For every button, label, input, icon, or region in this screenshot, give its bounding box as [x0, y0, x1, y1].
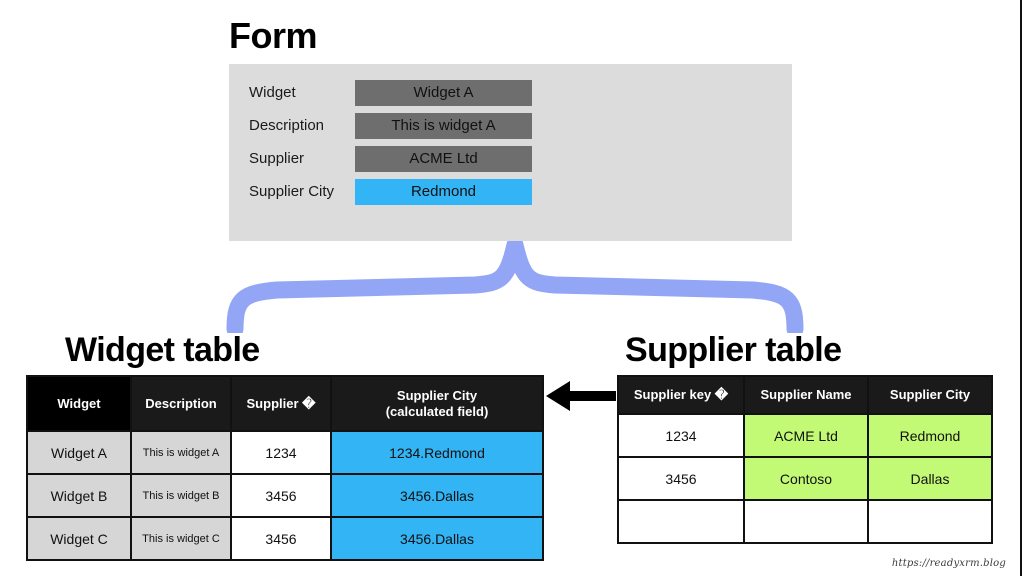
- supplier-city-header-line1: Supplier City: [396, 387, 478, 403]
- supplier-cell-name: Contoso: [743, 456, 869, 501]
- supplier-cell-key: [617, 499, 745, 544]
- supplier-col-header-name[interactable]: Supplier Name: [743, 375, 869, 415]
- form-value-supplier-city[interactable]: Redmond: [355, 179, 532, 205]
- table-row: Widget C This is widget C 3456 3456.Dall…: [26, 516, 544, 561]
- supplier-cell-city: Redmond: [867, 413, 993, 458]
- supplier-table-header-row: Supplier key � Supplier Name Supplier Ci…: [617, 375, 993, 415]
- supplier-city-header-line2: (calculated field): [385, 403, 489, 419]
- form-value-widget[interactable]: Widget A: [355, 80, 532, 106]
- form-row-supplier: Supplier ACME Ltd: [249, 146, 532, 172]
- widget-col-header-widget[interactable]: Widget: [26, 375, 132, 432]
- widget-cell-supplier: 3456: [230, 516, 332, 561]
- form-value-description[interactable]: This is widget A: [355, 113, 532, 139]
- widget-table: Widget Description Supplier � Supplier C…: [26, 375, 544, 561]
- widget-cell-supplier: 3456: [230, 473, 332, 518]
- widget-cell-description: This is widget A: [130, 430, 232, 475]
- widget-table-title: Widget table: [65, 331, 260, 369]
- widget-cell-supplier-city: 1234.Redmond: [330, 430, 544, 475]
- form-row-description: Description This is widget A: [249, 113, 532, 139]
- form-row-widget: Widget Widget A: [249, 80, 532, 106]
- widget-col-header-description[interactable]: Description: [130, 375, 232, 432]
- form-label-supplier: Supplier: [249, 150, 305, 167]
- supplier-cell-name: [743, 499, 869, 544]
- form-title: Form: [229, 15, 318, 56]
- table-row: Widget B This is widget B 3456 3456.Dall…: [26, 473, 544, 518]
- table-row: 3456 Contoso Dallas: [617, 456, 993, 501]
- table-row-empty: [617, 499, 993, 544]
- supplier-cell-key: 3456: [617, 456, 745, 501]
- form-value-supplier[interactable]: ACME Ltd: [355, 146, 532, 172]
- supplier-cell-city: Dallas: [867, 456, 993, 501]
- widget-cell-name: Widget B: [26, 473, 132, 518]
- widget-cell-description: This is widget C: [130, 516, 232, 561]
- supplier-table: Supplier key � Supplier Name Supplier Ci…: [617, 375, 993, 544]
- watermark: https://readyxrm.blog: [891, 558, 1006, 569]
- widget-col-header-supplier[interactable]: Supplier �: [230, 375, 332, 432]
- form-label-supplier-city: Supplier City: [249, 183, 335, 200]
- supplier-cell-name: ACME Ltd: [743, 413, 869, 458]
- widget-cell-description: This is widget B: [130, 473, 232, 518]
- widget-cell-supplier: 1234: [230, 430, 332, 475]
- form-panel: Widget Widget A Description This is widg…: [229, 64, 792, 241]
- supplier-table-title: Supplier table: [625, 331, 842, 369]
- supplier-col-header-key[interactable]: Supplier key �: [617, 375, 745, 415]
- supplier-cell-key: 1234: [617, 413, 745, 458]
- widget-cell-supplier-city: 3456.Dallas: [330, 473, 544, 518]
- supplier-col-header-city[interactable]: Supplier City: [867, 375, 993, 415]
- widget-cell-name: Widget A: [26, 430, 132, 475]
- brace-connector-icon: [226, 241, 804, 333]
- form-row-supplier-city: Supplier City Redmond: [249, 179, 532, 205]
- widget-table-header-row: Widget Description Supplier � Supplier C…: [26, 375, 544, 432]
- form-label-description: Description: [249, 117, 325, 134]
- widget-cell-name: Widget C: [26, 516, 132, 561]
- widget-cell-supplier-city: 3456.Dallas: [330, 516, 544, 561]
- table-row: Widget A This is widget A 1234 1234.Redm…: [26, 430, 544, 475]
- widget-col-header-supplier-city[interactable]: Supplier City (calculated field): [330, 375, 544, 432]
- table-row: 1234 ACME Ltd Redmond: [617, 413, 993, 458]
- supplier-cell-city: [867, 499, 993, 544]
- form-label-widget: Widget: [249, 84, 296, 101]
- left-arrow-icon: [546, 381, 616, 411]
